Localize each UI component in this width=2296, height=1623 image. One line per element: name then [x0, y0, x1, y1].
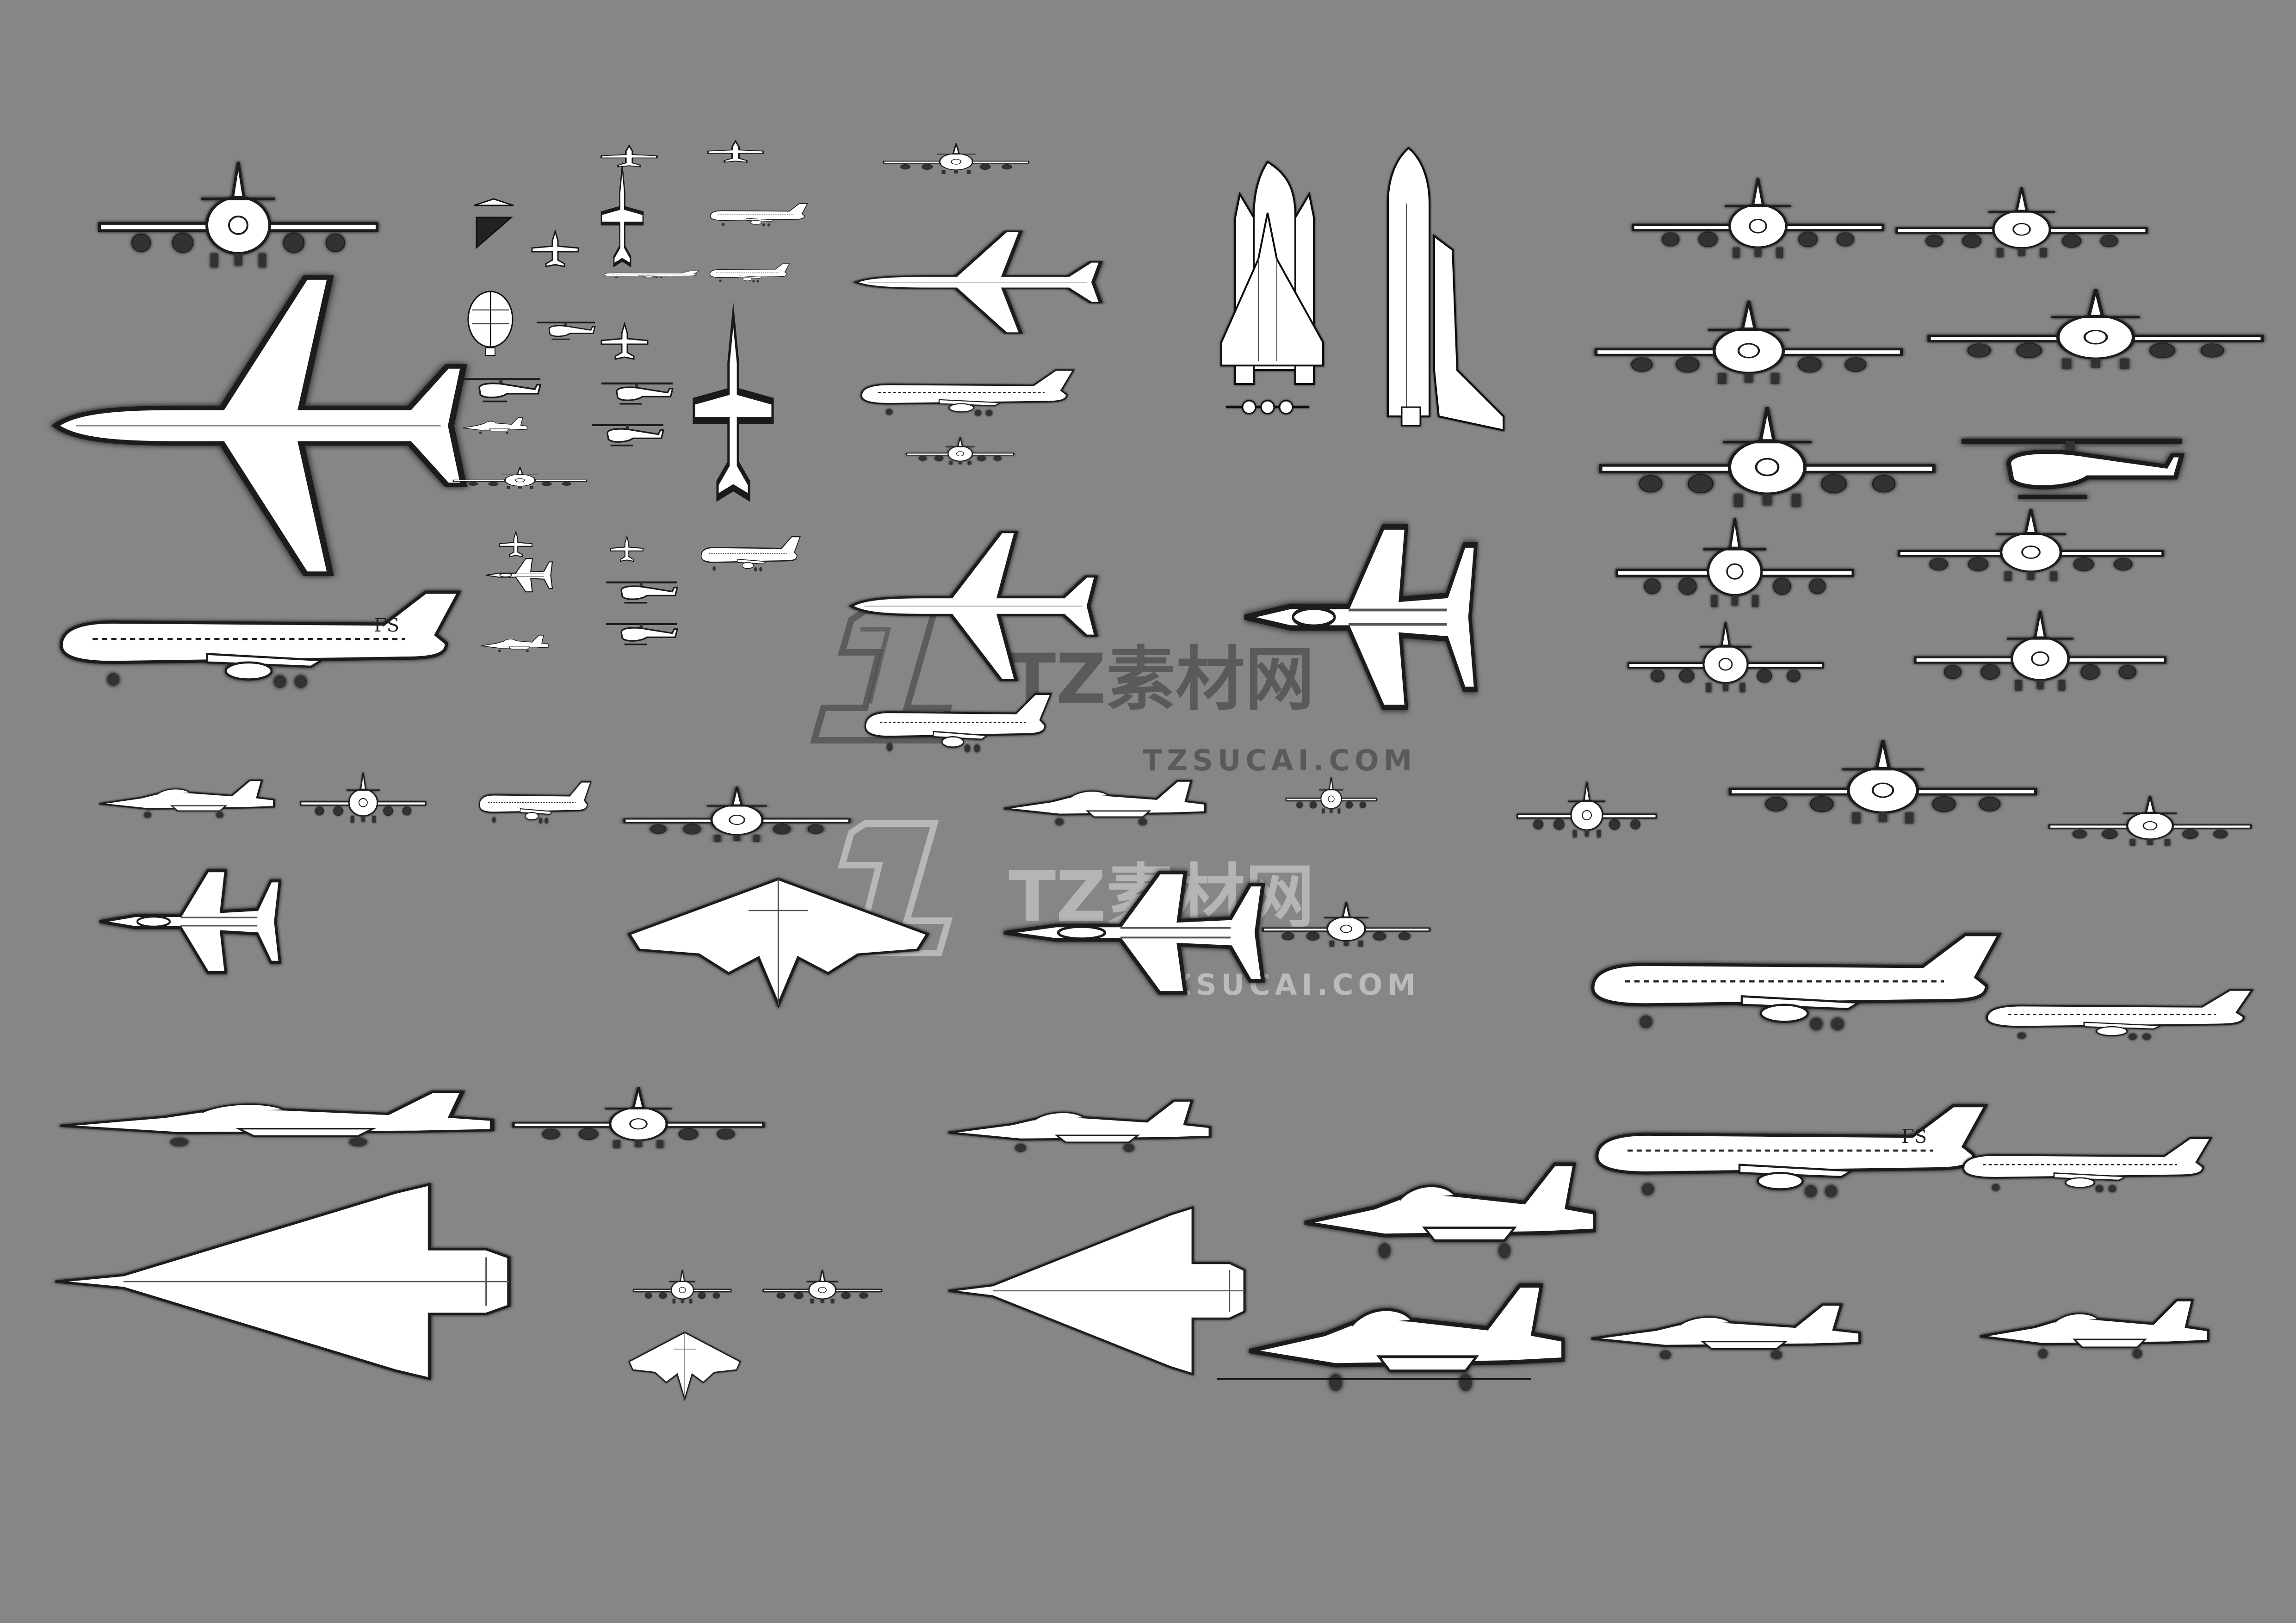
flying-saucer-side-view — [478, 781, 592, 824]
fighter-side-view-center — [1004, 781, 1205, 825]
tail-mark-fs-1: FS — [374, 615, 399, 636]
jet-top-view-center — [856, 231, 1101, 333]
airliner-front-view-3 — [1899, 509, 2163, 581]
cargo-jet-side-view-right — [1963, 1138, 2211, 1192]
sst-top-view — [56, 1184, 509, 1379]
drone-top-view — [628, 1332, 741, 1400]
trainer-jet-side-view — [1980, 1300, 2208, 1358]
turboprop-front-view-1 — [1633, 178, 1883, 258]
space-shuttle-side-view — [1387, 147, 1504, 432]
jet-side-view-center — [860, 369, 1075, 417]
su27-side-view — [99, 779, 275, 819]
warbird-side-view-2 — [1249, 1285, 1563, 1391]
airliner-top-view-large — [56, 278, 464, 574]
small-aircraft-cluster — [452, 140, 1030, 653]
small-jet-front-view-a — [1516, 781, 1657, 838]
twin-prop-front-view — [1601, 407, 1934, 507]
flying-wing-top-view — [629, 879, 928, 1005]
hornet-side-view — [1591, 1305, 1860, 1359]
airliner-side-view-fs — [62, 592, 459, 688]
seaplane-front-view — [1915, 611, 2165, 691]
airliner-side-view-right — [1593, 935, 1999, 1030]
sst-side-view — [60, 1092, 492, 1146]
helicopter-front-view — [1962, 441, 2182, 497]
stealth-front-view-a — [1286, 777, 1377, 814]
drone-front-view-a — [633, 1269, 732, 1304]
warbird-side-view-1 — [1305, 1165, 1594, 1259]
su27-front-view — [300, 772, 427, 824]
airliner-front-view-4 — [1730, 740, 2036, 824]
biz-jet-front-view-1 — [1897, 187, 2147, 257]
jet-front-view-2 — [1929, 289, 2262, 369]
fighter-front-view — [1628, 622, 1823, 692]
watermark-url-2: ZSUCAI.COM — [1170, 968, 1420, 1002]
flying-wing-front-view — [625, 787, 849, 842]
sst-side-view-2 — [948, 1101, 1210, 1152]
turboprop-front-view-2 — [1617, 518, 1853, 607]
watermark-logo-1 — [810, 607, 953, 743]
jet-side-view-right — [1987, 990, 2252, 1040]
watermark-url-1: TZSUCAI.COM — [1143, 743, 1417, 777]
jet-front-view-center — [906, 436, 1015, 465]
delta-front-view — [514, 1087, 763, 1148]
watermark-cn-1: TZ素材网 — [1009, 639, 1314, 720]
seaplane-front-view-2 — [2049, 796, 2251, 846]
airliner-front-view — [99, 162, 377, 267]
delta-top-view-center — [948, 1208, 1244, 1374]
drone-front-view-b — [762, 1269, 882, 1304]
su27-top-view — [99, 871, 280, 973]
airliner-front-view-2 — [1596, 301, 1901, 384]
airliner-side-view-fs-right — [1597, 1106, 1986, 1197]
space-shuttle-front-view — [1220, 161, 1324, 415]
tail-mark-fs-2: FS — [1901, 1126, 1927, 1147]
